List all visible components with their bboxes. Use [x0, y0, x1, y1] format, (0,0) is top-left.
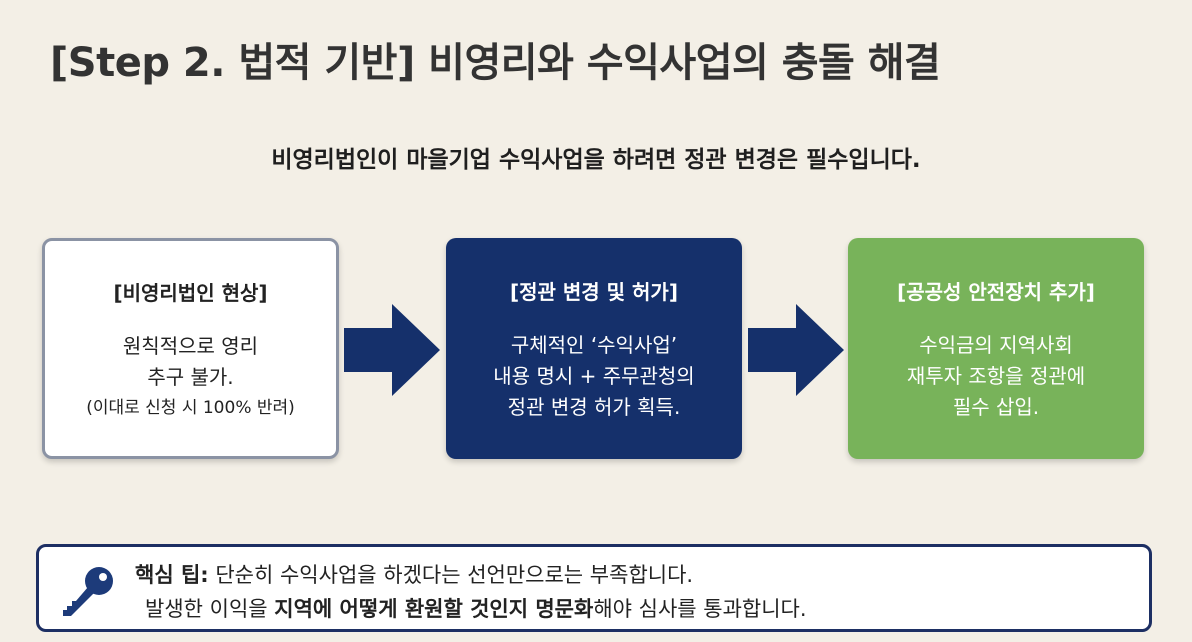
step-body-line: 재투자 조항을 정관에: [906, 364, 1086, 388]
step-body-line: 구체적인 ‘수익사업’: [510, 333, 678, 357]
step-body-line: 수익금의 지역사회: [919, 333, 1073, 357]
tip-text: 단순히 수익사업을 하겠다는 선언만으로는 부족합니다.: [208, 563, 694, 587]
key-icon: [63, 567, 113, 616]
arrow-right-icon: [748, 304, 844, 396]
step-body-line: 추구 불가.: [147, 365, 234, 389]
step-box-nonprofit-status: [비영리법인 현상] 원칙적으로 영리 추구 불가. (이대로 신청 시 100…: [42, 238, 339, 459]
step-body-line: 필수 삽입.: [952, 395, 1040, 419]
step-body-line: 정관 변경 허가 획득.: [507, 395, 681, 419]
step-box-articles-amendment: [정관 변경 및 허가] 구체적인 ‘수익사업’ 내용 명시 + 주무관청의 정…: [446, 238, 742, 459]
page-subtitle: 비영리법인이 마을기업 수익사업을 하려면 정관 변경은 필수입니다.: [271, 147, 921, 173]
step-body: 수익금의 지역사회 재투자 조항을 정관에 필수 삽입.: [848, 330, 1144, 423]
step-body-line: 내용 명시 + 주무관청의: [493, 364, 695, 388]
key-tip-box: 핵심 팁: 단순히 수익사업을 하겠다는 선언만으로는 부족합니다. 발생한 이…: [36, 544, 1152, 632]
step-body: 원칙적으로 영리 추구 불가. (이대로 신청 시 100% 반려): [45, 331, 336, 424]
arrow-right-icon: [344, 304, 440, 396]
tip-text: 해야 심사를 통과합니다.: [593, 597, 807, 621]
tip-text: 발생한 이익을: [145, 597, 275, 621]
tip-line-2: 발생한 이익을 지역에 어떻게 환원할 것인지 명문화해야 심사를 통과합니다.: [145, 593, 807, 623]
tip-line-1: 핵심 팁: 단순히 수익사업을 하겠다는 선언만으로는 부족합니다.: [135, 559, 693, 589]
step-box-public-safeguard: [공공성 안전장치 추가] 수익금의 지역사회 재투자 조항을 정관에 필수 삽…: [848, 238, 1144, 459]
step-body-note: (이대로 신청 시 100% 반려): [86, 398, 295, 418]
tip-emphasis: 지역에 어떻게 환원할 것인지 명문화: [274, 597, 594, 621]
step-heading: [공공성 안전장치 추가]: [897, 280, 1095, 304]
step-body: 구체적인 ‘수익사업’ 내용 명시 + 주무관청의 정관 변경 허가 획득.: [446, 330, 742, 423]
step-body-line: 원칙적으로 영리: [122, 334, 259, 358]
step-heading: [비영리법인 현상]: [113, 281, 268, 305]
step-heading: [정관 변경 및 허가]: [510, 280, 678, 304]
tip-label: 핵심 팁:: [135, 563, 209, 587]
page-title: [Step 2. 법적 기반] 비영리와 수익사업의 충돌 해결: [50, 40, 941, 86]
